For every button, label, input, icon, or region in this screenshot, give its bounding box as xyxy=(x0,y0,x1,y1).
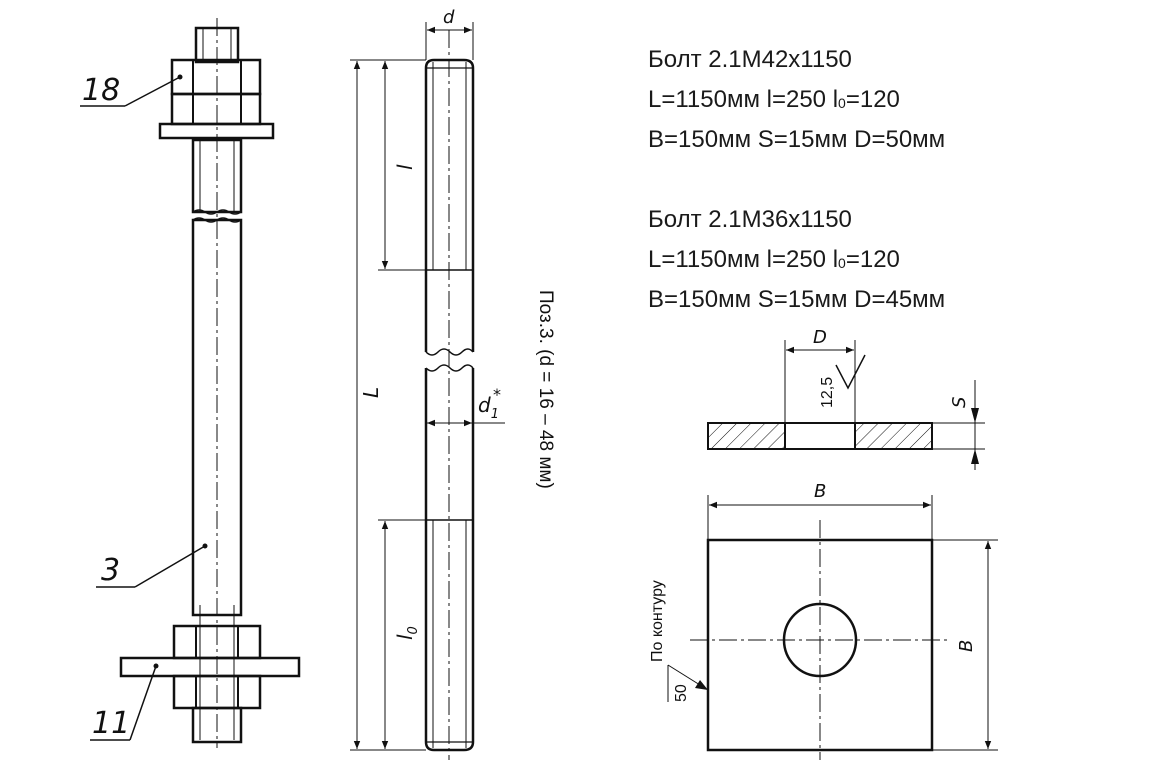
weld-note: По контуру xyxy=(649,580,666,662)
dim-l0-label: l0 xyxy=(393,626,421,640)
dim-d1-label: d1* xyxy=(478,385,501,422)
top-nut-upper xyxy=(170,58,262,96)
spec-block-m36: Болт 2.1М36х1150 L=1150мм l=250 l0=120 B… xyxy=(648,200,945,320)
dim-S-label: S xyxy=(949,397,970,408)
dim-l-label: l xyxy=(393,164,417,170)
plate-outline xyxy=(706,538,934,752)
stud-top-thread xyxy=(194,26,240,64)
break-line-bottom xyxy=(192,217,242,223)
spec-title-m36: Болт 2.1М36х1150 xyxy=(648,206,852,233)
roughness-symbol xyxy=(835,354,866,390)
roughness-value: 12,5 xyxy=(819,377,836,408)
break-line-top xyxy=(192,209,242,215)
stud-bottom-thread xyxy=(191,706,243,744)
top-nut-lower xyxy=(170,92,262,126)
spec-line3-m36: B=150мм S=15мм D=45мм xyxy=(648,286,946,313)
spec-line3-m42: B=150мм S=15мм D=50мм xyxy=(648,126,946,153)
spec-title-m42: Болт 2.1М42х1150 xyxy=(648,46,852,73)
stud-detail-view: d L l l0 d1* Поз.3. (d = 16 – 48 мм) xyxy=(350,7,556,760)
dim-D-label: D xyxy=(813,327,827,348)
spec-block-m42: Болт 2.1М42х1150 L=1150мм l=250 l0=120 B… xyxy=(648,40,945,160)
bolt-assembly-view: 18 3 11 xyxy=(80,18,301,748)
anchor-plate xyxy=(119,656,301,678)
plate-plan-view: B B По контуру 50 xyxy=(649,481,998,760)
dim-L-label: L xyxy=(359,387,383,398)
stud-caption: Поз.3. (d = 16 – 48 мм) xyxy=(535,290,556,489)
spec-line2-m42: L=1150мм l=250 l0=120 xyxy=(648,86,900,113)
top-washer xyxy=(158,122,275,140)
dim-B-side-label: B xyxy=(956,640,977,652)
washer-left-section xyxy=(707,422,786,450)
washer-right-section xyxy=(854,422,933,450)
callout-18: 18 xyxy=(82,73,120,108)
dim-d-label: d xyxy=(443,7,455,28)
spec-line2-m36: L=1150мм l=250 l0=120 xyxy=(648,246,900,273)
dim-B-top-label: B xyxy=(814,481,826,502)
callout-11: 11 xyxy=(92,706,130,741)
washer-hole xyxy=(784,422,856,450)
weld-size: 50 xyxy=(673,684,690,702)
callout-3: 3 xyxy=(101,553,120,588)
washer-section-view: D 12,5 S xyxy=(707,327,985,470)
